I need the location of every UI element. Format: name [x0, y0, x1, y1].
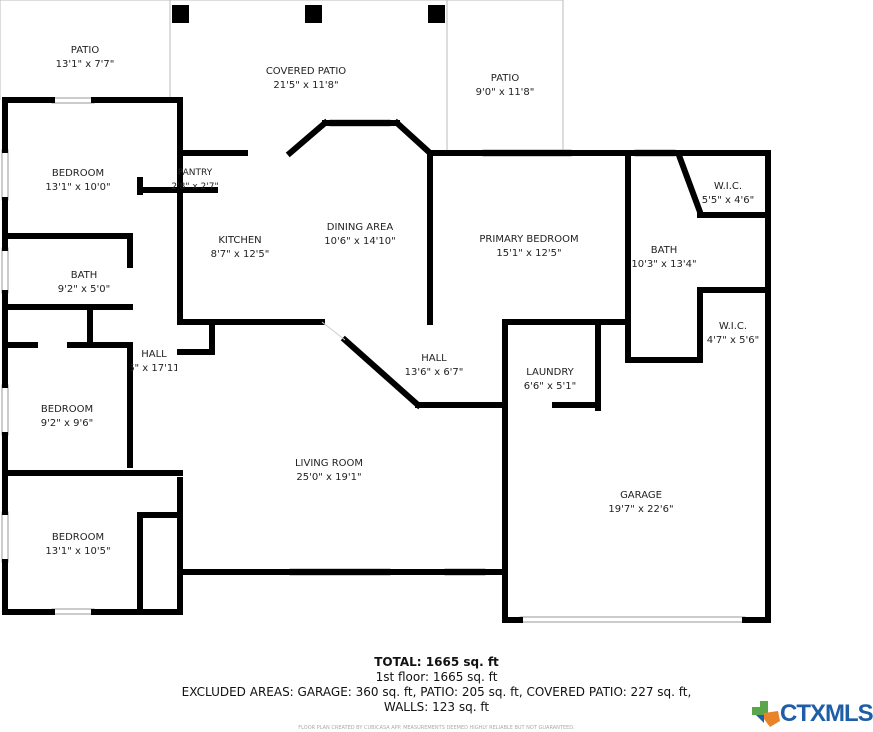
floor-area: 1st floor: 1665 sq. ft	[375, 670, 498, 684]
patio-outlines	[0, 0, 564, 153]
area-summary: TOTAL: 1665 sq. ft 1st floor: 1665 sq. f…	[0, 655, 873, 715]
walls	[2, 97, 771, 623]
excluded-areas: EXCLUDED AREAS: GARAGE: 360 sq. ft, PATI…	[181, 685, 692, 699]
room-label: W.I.C.5'5" x 4'6"	[701, 181, 755, 206]
walls-area: WALLS: 123 sq. ft	[383, 700, 490, 714]
ctxmls-logo: CTXMLS	[752, 700, 873, 728]
logo-text: CTXMLS	[780, 700, 873, 727]
patio-posts	[172, 5, 445, 23]
floor-plan	[0, 0, 771, 623]
hall-opening	[321, 321, 346, 341]
room-label: HALL3'6" x 17'11"	[131, 349, 177, 374]
disclaimer: FLOOR PLAN CREATED BY CUBICASA APP. MEAS…	[298, 725, 575, 731]
room-label: W.I.C.4'7" x 5'6"	[706, 321, 760, 346]
texas-icon	[752, 701, 780, 727]
total-area: TOTAL: 1665 sq. ft	[374, 655, 499, 669]
